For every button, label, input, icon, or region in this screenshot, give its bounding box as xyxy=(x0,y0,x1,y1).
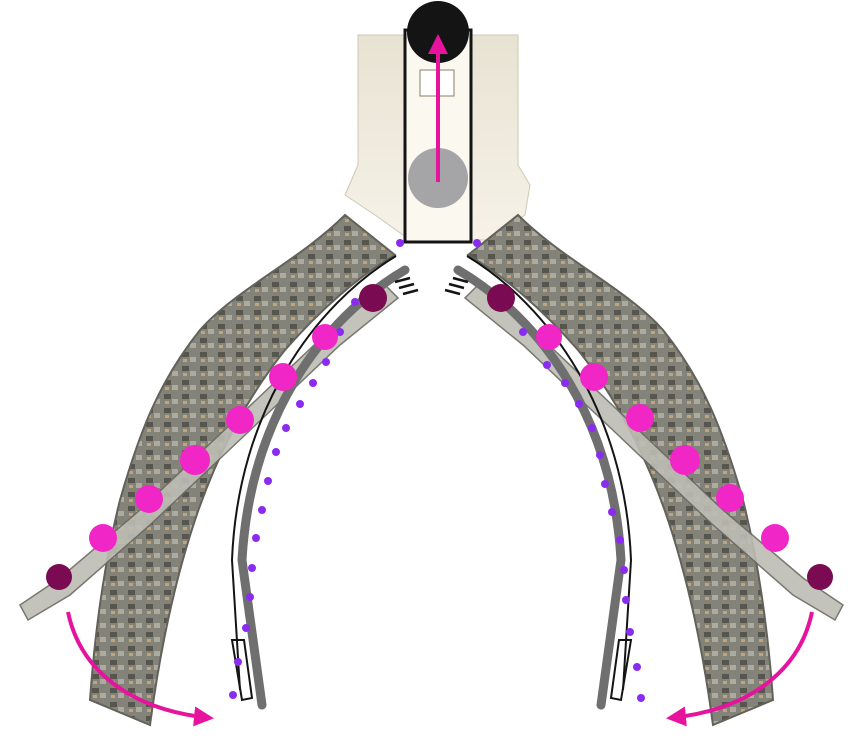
left-finger xyxy=(20,215,398,725)
right-finger xyxy=(465,215,843,725)
right-band-ticks xyxy=(445,278,468,294)
left-band-ticks xyxy=(395,278,418,294)
